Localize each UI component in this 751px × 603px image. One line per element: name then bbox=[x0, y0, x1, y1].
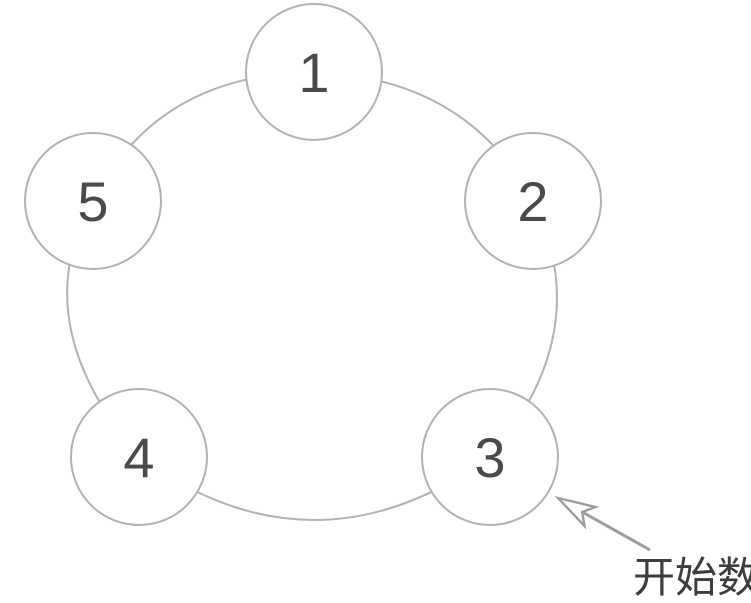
annotation-arrow bbox=[554, 495, 651, 552]
node-5-label: 5 bbox=[77, 170, 108, 233]
node-2-circle bbox=[464, 132, 602, 270]
node-2: 2 bbox=[464, 132, 602, 270]
node-5-circle bbox=[24, 132, 162, 270]
node-3-circle bbox=[421, 388, 559, 526]
annotation-label: 开始数 bbox=[633, 554, 751, 601]
node-3: 3 bbox=[421, 388, 559, 526]
annotation-arrow-shaft bbox=[583, 511, 651, 552]
node-2-label: 2 bbox=[517, 170, 548, 233]
node-3-label: 3 bbox=[474, 426, 505, 489]
node-4-label: 4 bbox=[123, 426, 154, 489]
node-4: 4 bbox=[70, 388, 208, 526]
node-5: 5 bbox=[24, 132, 162, 270]
node-1-label: 1 bbox=[298, 41, 329, 104]
node-1: 1 bbox=[245, 3, 383, 141]
annotation-arrow-head-icon bbox=[554, 495, 600, 530]
node-4-circle bbox=[70, 388, 208, 526]
node-1-circle bbox=[245, 3, 383, 141]
